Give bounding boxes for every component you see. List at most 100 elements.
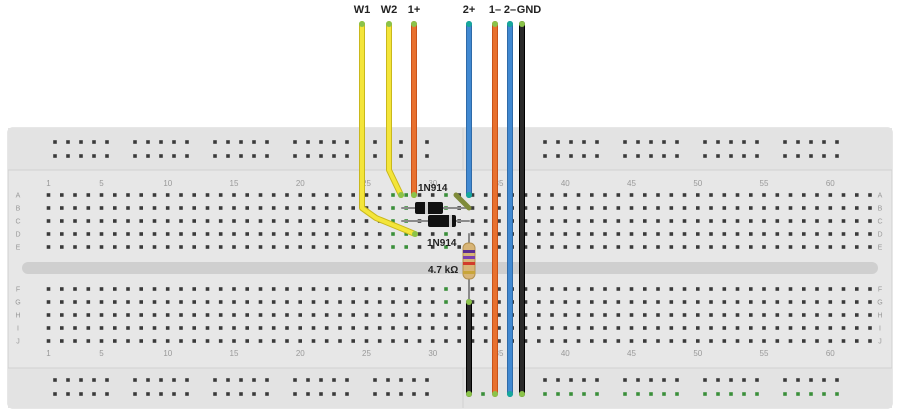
breadboard-hole[interactable] <box>735 339 740 343</box>
breadboard-hole[interactable] <box>126 219 130 223</box>
breadboard-hole[interactable] <box>629 193 634 197</box>
breadboard-hole[interactable] <box>802 193 806 197</box>
breadboard-hole[interactable] <box>99 232 104 236</box>
breadboard-hole[interactable] <box>868 326 872 330</box>
breadboard-hole[interactable] <box>285 232 289 236</box>
breadboard-hole[interactable] <box>735 300 740 304</box>
breadboard-hole[interactable] <box>205 206 210 210</box>
breadboard-hole[interactable] <box>113 206 117 210</box>
breadboard-hole[interactable] <box>775 219 780 223</box>
breadboard-hole[interactable] <box>298 206 302 210</box>
breadboard-hole[interactable] <box>815 326 819 330</box>
rail-hole[interactable] <box>796 140 800 144</box>
breadboard-hole[interactable] <box>179 193 183 197</box>
rail-hole[interactable] <box>783 392 787 396</box>
breadboard-hole[interactable] <box>60 232 64 236</box>
breadboard-hole[interactable] <box>735 313 740 317</box>
breadboard-hole[interactable] <box>192 206 196 210</box>
rail-hole[interactable] <box>649 378 653 382</box>
breadboard-hole[interactable] <box>285 326 289 330</box>
breadboard-hole[interactable] <box>656 313 660 317</box>
breadboard-hole[interactable] <box>815 287 819 291</box>
breadboard-hole[interactable] <box>232 339 236 343</box>
breadboard-hole[interactable] <box>616 219 621 223</box>
breadboard-hole[interactable] <box>232 313 236 317</box>
rail-hole[interactable] <box>755 378 759 382</box>
breadboard-hole[interactable] <box>430 326 435 330</box>
rail-hole[interactable] <box>796 154 800 158</box>
breadboard-hole[interactable] <box>60 193 64 197</box>
breadboard-hole[interactable] <box>802 326 806 330</box>
breadboard-hole[interactable] <box>165 232 170 236</box>
rail-hole[interactable] <box>399 140 403 144</box>
rail-hole[interactable] <box>399 154 403 158</box>
breadboard-hole[interactable] <box>179 313 183 317</box>
breadboard-hole[interactable] <box>616 193 621 197</box>
breadboard-hole[interactable] <box>430 193 435 197</box>
breadboard-hole[interactable] <box>722 300 727 304</box>
rail-hole[interactable] <box>675 140 679 144</box>
breadboard-hole[interactable] <box>537 300 541 304</box>
breadboard-hole[interactable] <box>139 326 143 330</box>
rail-hole[interactable] <box>226 392 230 396</box>
breadboard-hole[interactable] <box>417 300 422 304</box>
breadboard-hole[interactable] <box>483 219 488 223</box>
breadboard-hole[interactable] <box>669 300 674 304</box>
breadboard-hole[interactable] <box>258 193 263 197</box>
breadboard-hole[interactable] <box>99 300 104 304</box>
breadboard-hole[interactable] <box>218 206 223 210</box>
rail-hole[interactable] <box>306 378 310 382</box>
rail-hole[interactable] <box>742 154 746 158</box>
rail-hole[interactable] <box>66 154 70 158</box>
breadboard-hole[interactable] <box>576 339 581 343</box>
breadboard-hole[interactable] <box>245 339 249 343</box>
breadboard-hole[interactable] <box>828 206 833 210</box>
breadboard-hole[interactable] <box>749 339 753 343</box>
breadboard-hole[interactable] <box>696 219 700 223</box>
breadboard-hole[interactable] <box>298 313 302 317</box>
breadboard-hole[interactable] <box>775 245 780 249</box>
breadboard-hole[interactable] <box>152 339 157 343</box>
breadboard-hole[interactable] <box>855 245 859 249</box>
breadboard-hole[interactable] <box>576 300 581 304</box>
breadboard-hole[interactable] <box>351 206 355 210</box>
breadboard-hole[interactable] <box>364 287 369 291</box>
breadboard-hole[interactable] <box>855 219 859 223</box>
breadboard-hole[interactable] <box>788 313 793 317</box>
breadboard-hole[interactable] <box>483 287 488 291</box>
breadboard-hole[interactable] <box>311 326 316 330</box>
breadboard-hole[interactable] <box>470 232 475 236</box>
breadboard-hole[interactable] <box>563 232 568 236</box>
rail-hole[interactable] <box>783 378 787 382</box>
breadboard-hole[interactable] <box>73 300 77 304</box>
breadboard-hole[interactable] <box>73 339 77 343</box>
breadboard-hole[interactable] <box>232 193 236 197</box>
breadboard-hole[interactable] <box>444 193 448 197</box>
breadboard-hole[interactable] <box>165 206 170 210</box>
breadboard-hole[interactable] <box>788 206 793 210</box>
breadboard-hole[interactable] <box>616 326 621 330</box>
breadboard-hole[interactable] <box>404 193 408 197</box>
rail-hole[interactable] <box>425 378 429 382</box>
breadboard-hole[interactable] <box>735 219 740 223</box>
breadboard-hole[interactable] <box>113 300 117 304</box>
breadboard-hole[interactable] <box>629 287 634 291</box>
breadboard-hole[interactable] <box>391 245 395 249</box>
rail-hole[interactable] <box>835 378 839 382</box>
breadboard-hole[interactable] <box>285 313 289 317</box>
breadboard-hole[interactable] <box>430 287 435 291</box>
breadboard-hole[interactable] <box>749 287 753 291</box>
breadboard-hole[interactable] <box>868 339 872 343</box>
rail-hole[interactable] <box>133 154 137 158</box>
breadboard-hole[interactable] <box>735 287 740 291</box>
breadboard-hole[interactable] <box>351 245 355 249</box>
breadboard-hole[interactable] <box>364 313 369 317</box>
breadboard-hole[interactable] <box>788 339 793 343</box>
breadboard-hole[interactable] <box>218 313 223 317</box>
breadboard-hole[interactable] <box>444 287 448 291</box>
breadboard-hole[interactable] <box>749 313 753 317</box>
breadboard-hole[interactable] <box>218 287 223 291</box>
breadboard-hole[interactable] <box>828 313 833 317</box>
breadboard-hole[interactable] <box>126 339 130 343</box>
breadboard-hole[interactable] <box>99 245 104 249</box>
